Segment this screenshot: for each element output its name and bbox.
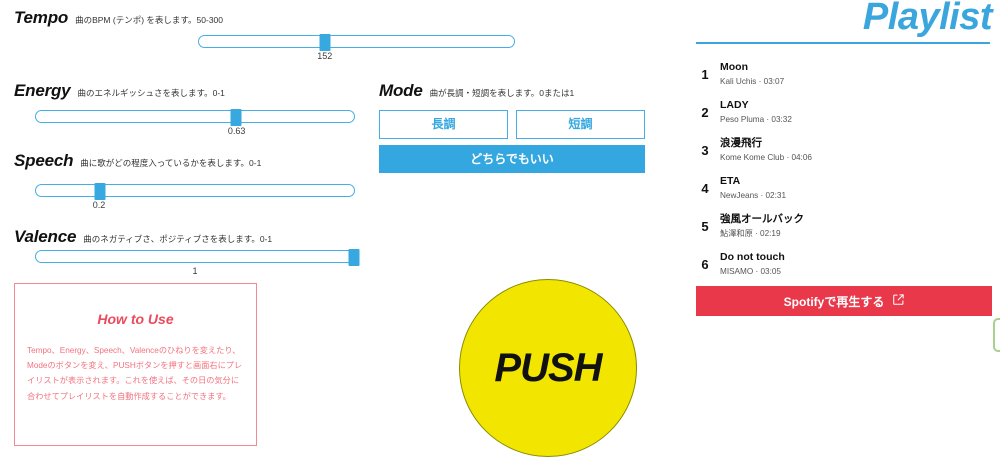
param-desc-valence: 曲のネガティブさ、ポジティブさを表します。0-1	[83, 234, 273, 244]
mode-button-group: 長調 短調	[379, 110, 645, 139]
track-name: Do not touch	[720, 251, 785, 264]
track-row[interactable]: 2 LADY Peso Pluma · 03:32	[690, 93, 995, 131]
mode-button-major[interactable]: 長調	[379, 110, 508, 139]
track-artist-duration: NewJeans · 02:31	[720, 190, 786, 200]
track-name: Moon	[720, 61, 748, 74]
track-index: 1	[701, 66, 709, 82]
param-desc-tempo: 曲のBPM (テンポ) を表します。50-300	[75, 15, 224, 25]
slider-valence[interactable]: 1	[35, 249, 360, 276]
param-header-speech: Speech 曲に歌がどの程度入っているかを表します。0-1	[14, 152, 261, 170]
slider-value-tempo: 152	[317, 51, 333, 61]
param-header-energy: Energy 曲のエネルギッシュさを表します。0-1	[14, 82, 225, 100]
track-meta: LADY Peso Pluma · 03:32	[720, 98, 792, 125]
track-name: LADY	[720, 99, 749, 112]
track-artist-duration: Kali Uchis · 03:07	[720, 76, 785, 86]
track-artist-duration: MISAMO · 03:05	[720, 266, 781, 276]
param-title-speech: Speech	[14, 151, 74, 170]
how-to-use-box: How to Use Tempo、Energy、Speech、Valenceのひ…	[14, 283, 257, 446]
track-index: 5	[701, 218, 709, 234]
slider-value-speech: 0.2	[92, 200, 106, 210]
track-row[interactable]: 5 強風オールバック 鮎澤和原 · 02:19	[690, 207, 995, 245]
playlist-title: Playlist	[862, 0, 993, 38]
how-to-use-title: How to Use	[97, 311, 174, 327]
param-title-tempo: Tempo	[14, 8, 69, 27]
slider-track-speech[interactable]	[35, 183, 355, 200]
mode-button-minor[interactable]: 短調	[516, 110, 645, 139]
slider-tempo[interactable]: 152	[198, 34, 515, 61]
param-title-mode: Mode	[379, 81, 423, 100]
slider-track-energy[interactable]	[35, 109, 355, 126]
slider-value-valence: 1	[192, 266, 198, 276]
param-header-tempo: Tempo 曲のBPM (テンポ) を表します。50-300	[14, 9, 223, 27]
param-title-energy: Energy	[14, 81, 71, 100]
param-title-valence: Valence	[14, 227, 77, 246]
control-pane: Tempo 曲のBPM (テンポ) を表します。50-300 152 Energy…	[14, 9, 645, 457]
track-index: 2	[701, 104, 709, 120]
track-meta: ETA NewJeans · 02:31	[720, 174, 786, 201]
track-row[interactable]: 4 ETA NewJeans · 02:31	[690, 169, 995, 207]
track-index: 4	[701, 180, 709, 196]
play-on-spotify-button[interactable]: Spotifyで再生する	[696, 286, 992, 316]
slider-thumb-tempo[interactable]	[319, 34, 331, 51]
param-desc-speech: 曲に歌がどの程度入っているかを表します。0-1	[80, 158, 262, 168]
edge-green-widget[interactable]	[993, 318, 1000, 352]
track-meta: Do not touch MISAMO · 03:05	[720, 250, 785, 277]
track-name: 強風オールバック	[720, 213, 804, 226]
track-row[interactable]: 6 Do not touch MISAMO · 03:05	[690, 245, 995, 283]
slider-thumb-speech[interactable]	[94, 183, 106, 200]
track-meta: 強風オールバック 鮎澤和原 · 02:19	[720, 212, 804, 239]
mode-button-either[interactable]: どちらでもいい	[379, 145, 645, 173]
play-on-spotify-label: Spotifyで再生する	[783, 294, 885, 309]
push-button-label: PUSH	[494, 345, 602, 390]
track-name: 浪漫飛行	[720, 137, 762, 150]
track-artist-duration: Peso Pluma · 03:32	[720, 114, 792, 124]
push-button[interactable]: PUSH	[459, 279, 637, 457]
playlist-pane: Playlist 1 Moon Kali Uchis · 03:07 2 LAD…	[680, 0, 1000, 459]
track-row[interactable]: 3 浪漫飛行 Kome Kome Club · 04:06	[690, 131, 995, 169]
playlist-track-list: 1 Moon Kali Uchis · 03:07 2 LADY Peso Pl…	[690, 55, 995, 283]
track-row[interactable]: 1 Moon Kali Uchis · 03:07	[690, 55, 995, 93]
track-artist-duration: Kome Kome Club · 04:06	[720, 152, 812, 162]
external-link-icon	[893, 294, 905, 308]
track-name: ETA	[720, 175, 741, 188]
playlist-divider	[696, 42, 990, 44]
slider-track-tempo[interactable]	[198, 34, 515, 51]
param-header-valence: Valence 曲のネガティブさ、ポジティブさを表します。0-1	[14, 228, 272, 246]
slider-value-energy: 0.63	[227, 126, 246, 136]
slider-speech[interactable]: 0.2	[35, 183, 355, 210]
param-header-mode: Mode 曲が長調・短調を表します。0または1	[379, 82, 574, 100]
track-artist-duration: 鮎澤和原 · 02:19	[720, 228, 781, 238]
track-meta: 浪漫飛行 Kome Kome Club · 04:06	[720, 136, 812, 163]
track-index: 6	[701, 256, 709, 272]
slider-track-valence[interactable]	[35, 249, 360, 266]
track-meta: Moon Kali Uchis · 03:07	[720, 60, 784, 87]
param-desc-mode: 曲が長調・短調を表します。0または1	[429, 88, 575, 98]
how-to-use-body: Tempo、Energy、Speech、Valenceのひねりを変えたり、Mod…	[27, 346, 243, 401]
slider-energy[interactable]: 0.63	[35, 109, 355, 136]
slider-thumb-energy[interactable]	[230, 109, 242, 126]
track-index: 3	[701, 142, 709, 158]
param-desc-energy: 曲のエネルギッシュさを表します。0-1	[77, 88, 225, 98]
slider-thumb-valence[interactable]	[348, 249, 360, 266]
